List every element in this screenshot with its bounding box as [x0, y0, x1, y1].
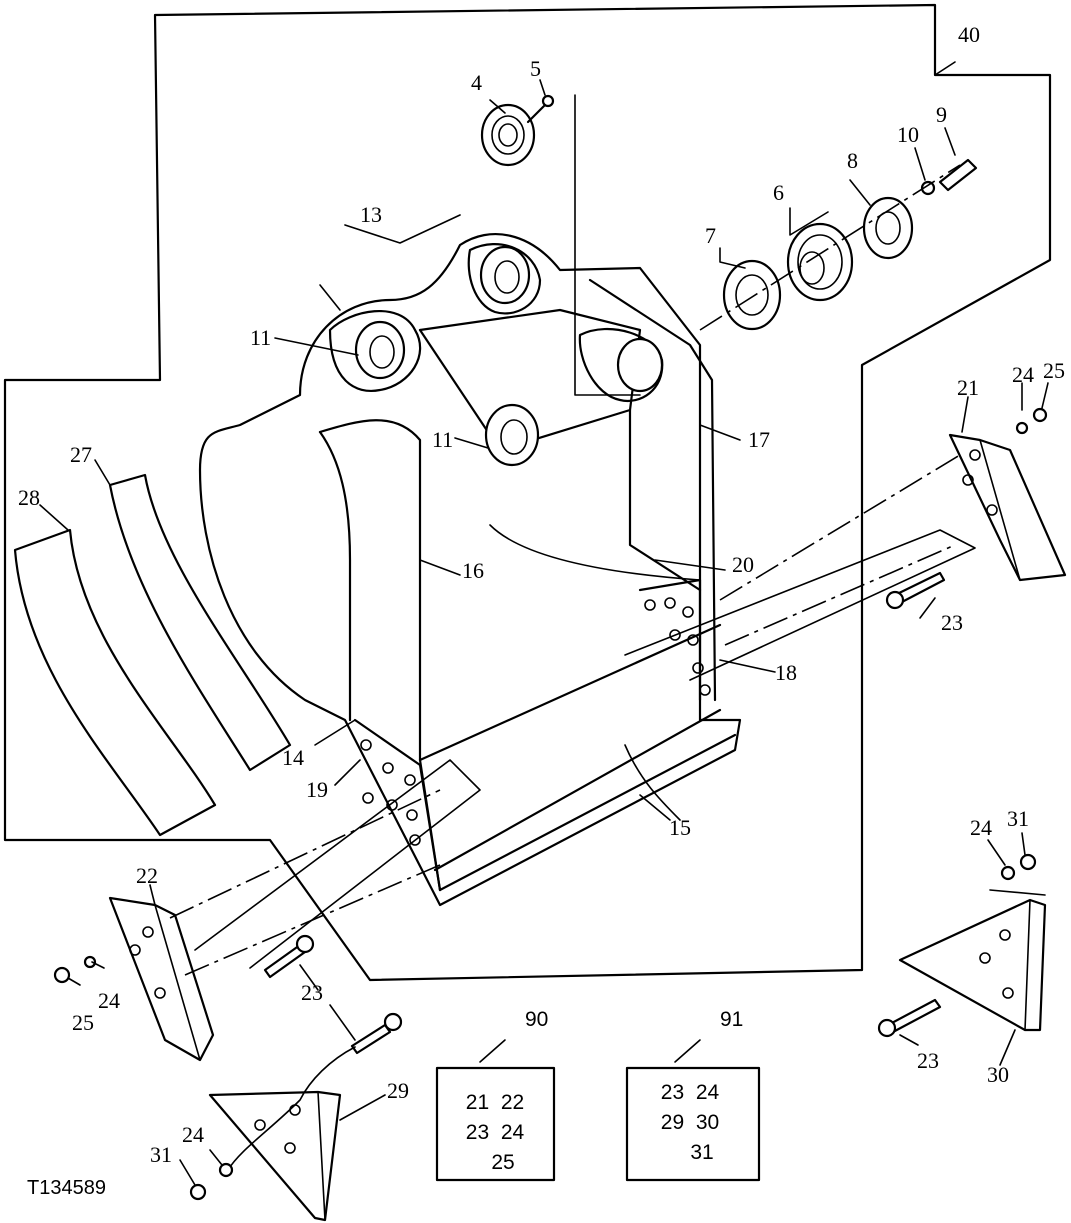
callout-28: 28	[18, 485, 40, 510]
callout-21: 21	[957, 375, 979, 400]
side-cutter-22	[108, 896, 215, 1062]
callout-7: 7	[705, 223, 716, 248]
callout-40: 40	[958, 22, 980, 47]
callout-19: 19	[306, 777, 328, 802]
callout-29: 29	[387, 1078, 409, 1103]
callout-18: 18	[775, 660, 797, 685]
kit-90: 90 21 22 23 24 25	[435, 1008, 556, 1182]
kit-91: 91 23 24 29 30 31	[625, 1008, 761, 1182]
callout-20: 20	[732, 552, 754, 577]
callout-25-left: 25	[72, 1010, 94, 1035]
callout-24-upper: 24	[1012, 362, 1034, 387]
callout-4: 4	[471, 70, 482, 95]
callout-16: 16	[462, 558, 484, 583]
pin-seal-7	[722, 259, 782, 331]
kit-90-number: 90	[525, 1008, 548, 1031]
kit-91-row-3: 31	[690, 1141, 713, 1164]
callout-15: 15	[669, 815, 691, 840]
callout-25-upper: 25	[1043, 358, 1065, 383]
washer-8	[862, 196, 914, 260]
callout-10: 10	[897, 122, 919, 147]
leader-lines	[39, 61, 1049, 1186]
callout-9: 9	[936, 102, 947, 127]
callout-24-right: 24	[970, 815, 992, 840]
wear-strip-27	[108, 473, 292, 772]
bushing-4	[480, 94, 555, 167]
callout-8: 8	[847, 148, 858, 173]
lockwasher-10	[920, 180, 936, 196]
callout-5: 5	[530, 56, 541, 81]
callout-31-bottom: 31	[150, 1142, 172, 1167]
callout-31-right: 31	[1007, 806, 1029, 831]
callout-27: 27	[70, 442, 92, 467]
kit-91-number: 91	[720, 1008, 743, 1031]
callout-11-lower: 11	[432, 427, 453, 452]
callout-22: 22	[136, 863, 158, 888]
side-cutter-21	[948, 433, 1067, 582]
callout-23-lower-right: 23	[917, 1048, 939, 1073]
callout-23-left: 23	[301, 980, 323, 1005]
wear-strip-28	[13, 528, 217, 837]
callout-11-upper: 11	[250, 325, 271, 350]
callout-23-right: 23	[941, 610, 963, 635]
capscrew-9	[938, 158, 978, 192]
kit-91-row-2: 29 30	[661, 1111, 719, 1134]
callout-24-bottom: 24	[182, 1122, 204, 1147]
callout-6: 6	[773, 180, 784, 205]
side-cutter-29	[208, 1090, 342, 1222]
kit-90-row-2: 23 24	[466, 1121, 525, 1144]
callout-labels: 4 5 7 6 8 10 9 40 13 11 11 17 16 20 18 1…	[18, 22, 1065, 1167]
shim-pack-6	[786, 222, 854, 302]
figure-id: T134589	[27, 1177, 106, 1199]
callout-13: 13	[360, 202, 382, 227]
callout-24-left: 24	[98, 988, 120, 1013]
bucket-body	[198, 233, 742, 907]
kit-91-row-1: 23 24	[661, 1081, 720, 1104]
callout-30: 30	[987, 1062, 1009, 1087]
callout-17: 17	[748, 427, 770, 452]
callout-14: 14	[282, 745, 304, 770]
kit-90-row-3: 25	[491, 1151, 514, 1174]
kit-90-row-1: 21 22	[466, 1091, 524, 1114]
